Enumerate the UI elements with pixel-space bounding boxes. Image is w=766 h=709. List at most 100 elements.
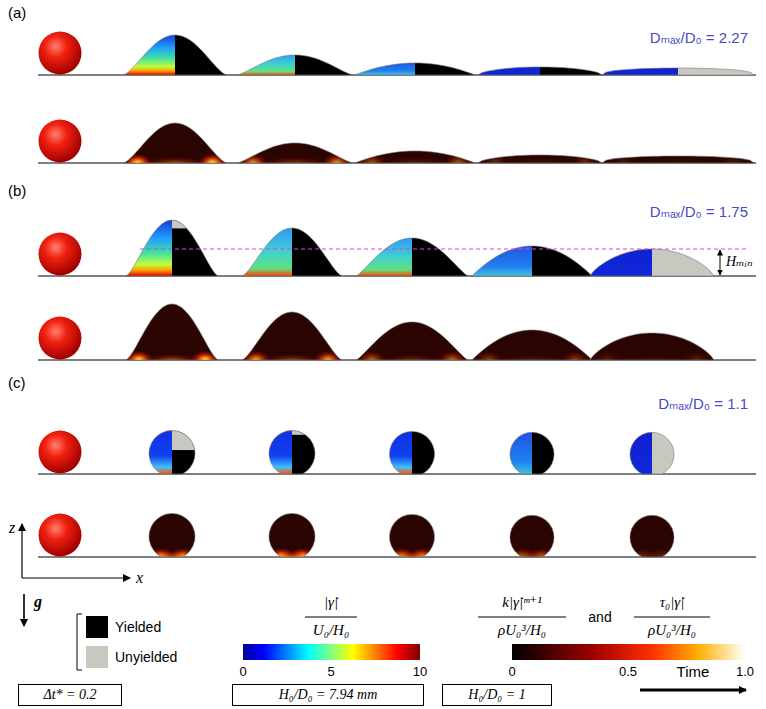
shear-rate-frame [122,33,228,75]
drop-outline [149,430,195,474]
initial-drop [39,233,82,276]
dissipation-frame [477,153,603,172]
shear-rate-frame [509,430,555,474]
drop-outline [472,330,592,360]
dissipation-frame [471,328,593,369]
figure-part [652,247,715,276]
hmin-dashed-line [140,249,748,250]
figure-part [589,247,652,276]
x-axis [22,577,130,578]
drop-outline [123,35,227,75]
fraction-bar [478,617,566,618]
fraction-bar [305,617,357,618]
panel-label: (c) [8,374,26,391]
dmax-ratio: Dₘₐₓ/D₀ = 1.75 [650,203,748,220]
drop-outline [590,333,714,360]
axis-label: x [136,569,143,587]
panel-label: (b) [8,182,26,199]
shear-rate-frame [148,428,196,474]
drop-outline [602,156,754,163]
dissipation-frame [354,149,476,172]
drop-outline [126,304,218,360]
dissipation-frame [388,512,436,566]
shear-rate-frame [477,65,603,75]
colorbar-formula: |γ̇| [324,594,338,611]
shear-rate-frame [354,61,476,75]
drop-outline [390,431,435,474]
figure-part [172,428,196,474]
dissipation-frame [628,513,676,566]
dissipation-frame [148,511,197,566]
dissipation-frame [241,310,343,369]
figure-part [471,244,532,276]
legend-text: Yielded [115,619,161,635]
colorbar-formula: k|γ̇|ᵐ⁺¹ [502,594,542,611]
colorbar-formula: ρU₀³/H₀ [648,622,696,639]
drop-outline [630,432,674,474]
dissipation-frame [122,121,228,172]
hmin-arrow [720,268,721,275]
box-text: H₀/D₀ = 7.94 mm [279,687,378,702]
figure-part [678,66,755,75]
drop-outline [242,228,342,276]
shear-rate-frame [355,236,469,276]
figure-part [540,65,603,75]
shear-rate-frame [601,66,755,75]
drop-outline [355,151,475,163]
legend-text: Unyielded [115,649,177,665]
axis-label: z [9,519,15,537]
drop-outline [269,513,315,557]
tick-label: 0 [239,665,246,680]
colorbar-formula: and [588,609,611,625]
dissipation-frame [125,302,219,369]
initial-drop [39,32,82,75]
shear-rate-frame [268,428,316,474]
figure-part [295,53,354,75]
tick-label: 5 [327,665,334,680]
tick-label: 0.5 [619,665,637,680]
figure-part [172,218,219,276]
time-arrow [640,689,746,692]
figure-part [175,33,228,75]
z-axis [21,524,22,578]
drop-outline [602,68,754,75]
panel-label: (a) [8,4,26,21]
box-text: Δt* = 0.2 [43,687,96,702]
figure-part [172,428,196,450]
shear-rate-frame [236,53,354,75]
drop-outline [149,513,195,557]
legend-swatch [86,646,108,668]
drop-outline [590,249,714,276]
parameter-box: H₀/D₀ = 7.94 mm [232,684,424,706]
drop-outline [510,432,554,474]
drop-outline [356,322,468,360]
hmin-arrow [720,256,721,268]
figure-part [268,428,292,474]
drop-outline [390,514,435,557]
figure-part [122,33,175,75]
gravity-arrow [23,594,25,626]
legend-swatch [86,616,108,638]
colorbar-formula: ρU₀³/H₀ [498,622,546,639]
colorbar [243,644,420,660]
figure-part [389,429,413,474]
colorbar-formula: τ₀|γ̇| [660,594,685,611]
initial-drop [39,514,82,557]
shear-rate-frame [241,226,343,276]
figure-part [125,218,172,276]
dissipation-frame [355,320,469,369]
figure-part [172,218,219,228]
shear-rate-frame [389,429,436,474]
dissipation-frame [268,511,317,566]
shear-rate-frame [589,247,715,276]
figure-part [652,430,675,474]
drop-outline [123,123,227,163]
colorbar [512,644,745,660]
fraction-bar [634,617,710,618]
initial-drop [39,120,82,163]
dmax-ratio: Dₘₐₓ/D₀ = 1.1 [658,395,748,412]
initial-drop [39,317,82,360]
drop-outline [478,155,602,163]
shear-rate-frame [629,430,675,474]
